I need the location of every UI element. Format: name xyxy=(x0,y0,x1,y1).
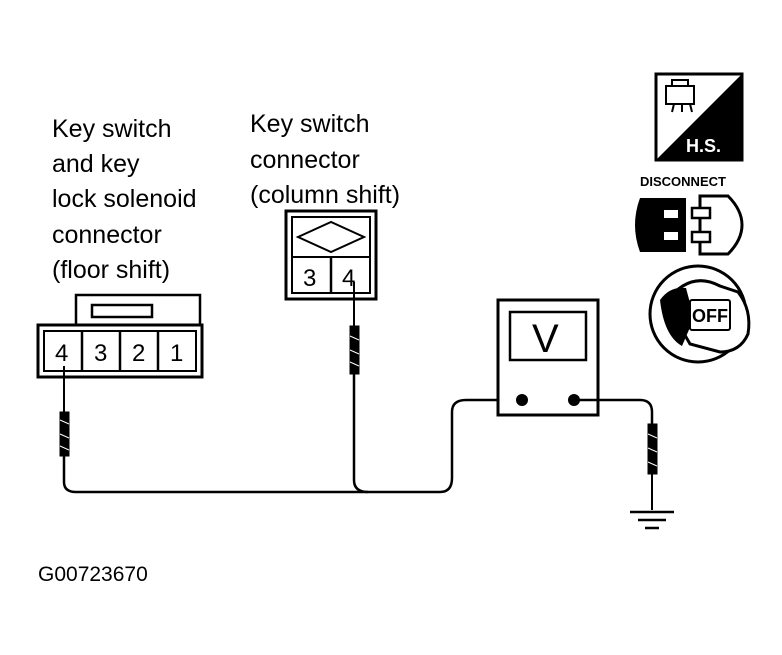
floor-label-line-1: Key switch xyxy=(52,115,171,143)
floor-connector-label: Key switch and key lock solenoid connect… xyxy=(52,115,197,284)
floor-label-line-5: (floor shift) xyxy=(52,256,170,284)
floor-pin-3: 3 xyxy=(94,340,107,367)
column-pin-4: 4 xyxy=(342,265,355,292)
column-connector-body xyxy=(284,209,378,301)
ignition-off-text: OFF xyxy=(692,306,728,326)
column-connector-label: Key switch connector (column shift) xyxy=(250,110,400,209)
ground-symbol-icon xyxy=(630,510,674,530)
column-label-line-2: connector xyxy=(250,146,360,174)
column-shift-connector xyxy=(284,209,378,301)
hot-start-icon xyxy=(654,72,744,162)
floor-pin-4: 4 xyxy=(55,340,68,367)
column-probe xyxy=(349,282,360,375)
ignition-off-icon xyxy=(648,264,751,364)
ground-wire xyxy=(574,398,654,424)
column-probe-wire xyxy=(352,374,369,494)
floor-label-line-3: lock solenoid xyxy=(52,185,197,213)
floor-label-line-2: and key xyxy=(52,150,140,178)
column-pin-3: 3 xyxy=(303,265,316,292)
column-connector-key-diamond xyxy=(295,220,367,254)
voltmeter-symbol: V xyxy=(532,317,559,361)
voltmeter-display xyxy=(508,310,588,362)
voltmeter xyxy=(496,298,600,417)
floor-connector-lock-tab xyxy=(74,293,202,327)
probe-wire xyxy=(62,398,522,494)
figure-code: G00723670 xyxy=(38,563,148,586)
floor-pin-2: 2 xyxy=(132,340,145,367)
column-label-line-3: (column shift) xyxy=(250,181,400,209)
floor-connector-body xyxy=(36,323,204,379)
floor-connector-lock-slot xyxy=(90,303,154,319)
floor-pin-1: 1 xyxy=(170,340,183,367)
voltmeter-terminal-positive xyxy=(516,394,528,406)
floor-label-line-4: connector xyxy=(52,221,162,249)
disconnect-text: DISCONNECT xyxy=(640,174,726,189)
ground-probe xyxy=(647,423,658,510)
floor-probe xyxy=(59,366,70,457)
hot-start-text: H.S. xyxy=(686,136,721,156)
column-label-line-1: Key switch xyxy=(250,110,369,138)
floor-shift-connector xyxy=(36,293,204,379)
disconnect-connector-icon xyxy=(635,194,744,256)
